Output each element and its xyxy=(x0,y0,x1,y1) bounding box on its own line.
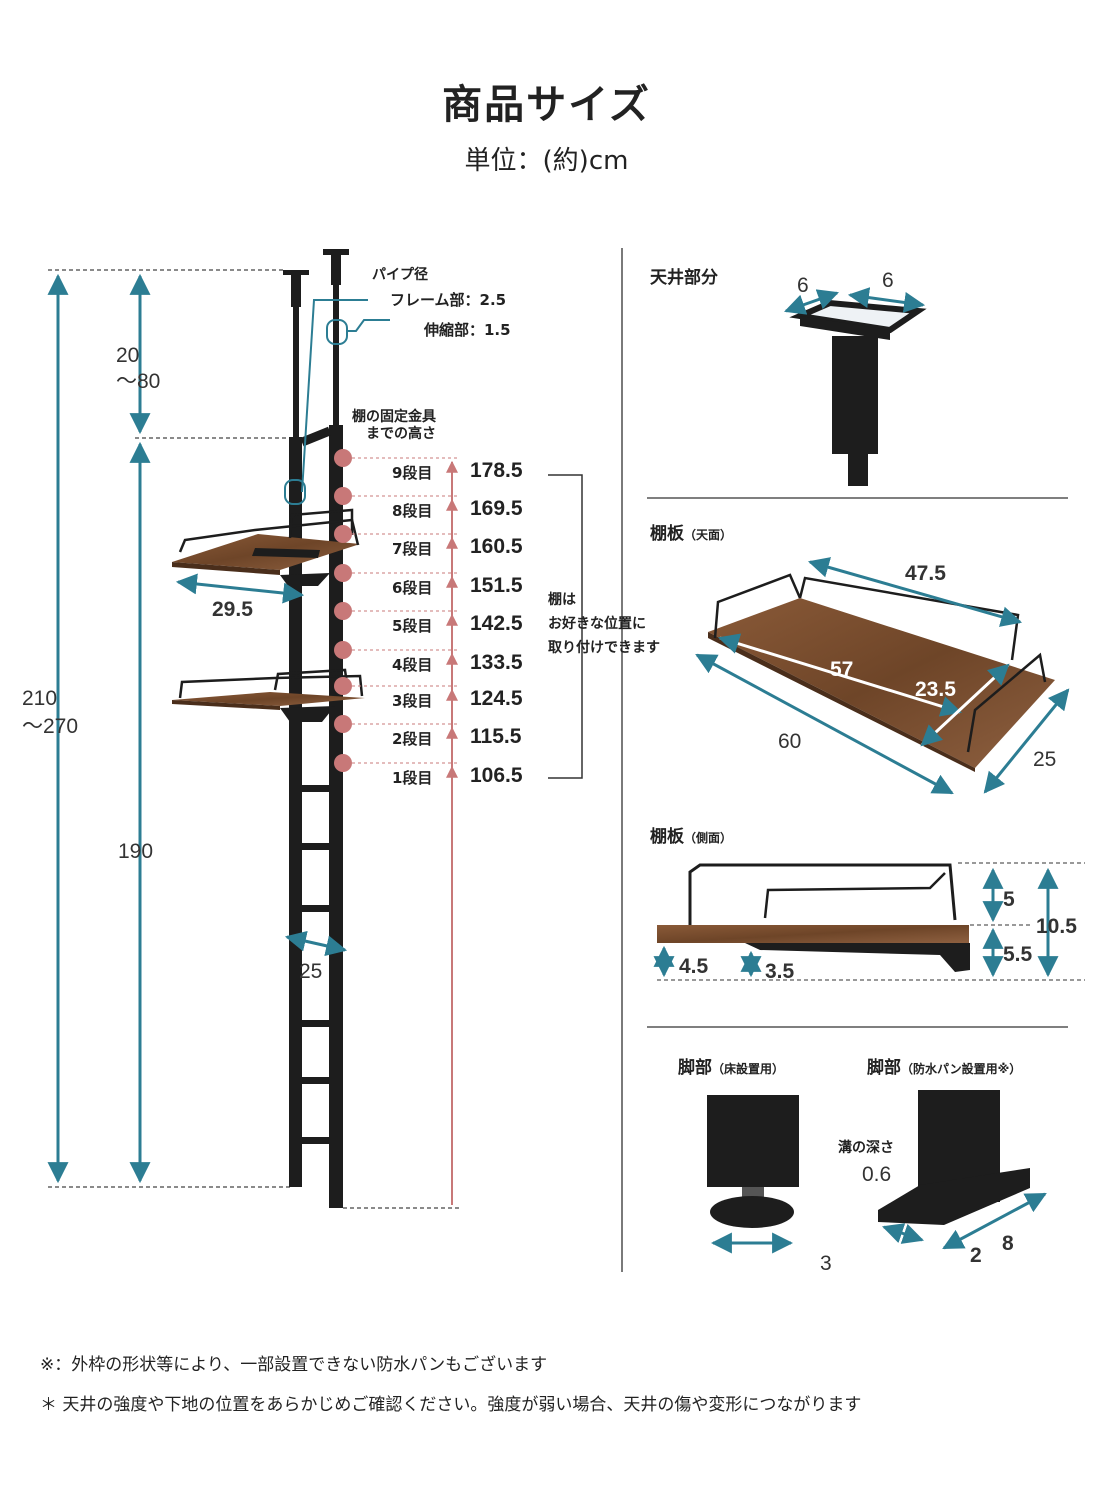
step-dot xyxy=(334,602,352,620)
reference-lines xyxy=(48,269,460,1209)
shelf-top-title-text: 棚板 xyxy=(650,524,684,544)
ceiling-w-label: 6 xyxy=(797,274,809,297)
step-dot xyxy=(334,449,352,467)
step-label: 6段目 xyxy=(392,579,433,597)
steps-bracket xyxy=(548,474,583,779)
step-value: 142.5 xyxy=(470,612,523,635)
step-markers xyxy=(334,449,460,772)
shelf-side-title: 棚板（側面） xyxy=(650,822,732,847)
adjust-range-label: 20 〜80 xyxy=(116,344,161,393)
step-value: 169.5 xyxy=(470,497,523,520)
total-side-height-label: 10.5 xyxy=(1036,915,1077,938)
foot-pan-title-text: 脚部 xyxy=(867,1058,901,1078)
foot-floor-size-label: 3 xyxy=(820,1252,832,1275)
foot-pan-sub: （防水パン設置用※） xyxy=(901,1062,1022,1076)
step-value: 106.5 xyxy=(470,764,523,787)
rail-height-label: 5 xyxy=(1003,888,1015,911)
shelf-side-drawing xyxy=(653,862,1085,981)
step-dot xyxy=(334,677,352,695)
step-label: 3段目 xyxy=(392,692,433,710)
step-value: 133.5 xyxy=(470,651,523,674)
ceiling-title: 天井部分 xyxy=(650,268,718,288)
step-label: 4段目 xyxy=(392,656,433,674)
shelf-depth-arrow xyxy=(175,573,305,604)
ceiling-d-label: 6 xyxy=(882,269,894,292)
dividers xyxy=(621,248,1068,1272)
lower-height-label: 5.5 xyxy=(1003,943,1033,966)
board-height-label: 4.5 xyxy=(679,955,709,978)
foot-floor-title-text: 脚部 xyxy=(678,1058,712,1078)
pipe-callouts xyxy=(284,299,390,505)
height-arrows xyxy=(47,273,151,1184)
step-label: 9段目 xyxy=(392,464,433,482)
step-dot xyxy=(334,487,352,505)
foot-pan-d-label: 8 xyxy=(1002,1232,1014,1255)
unit-label: 単位：(約)cm xyxy=(464,146,629,176)
shelf-top-drawing xyxy=(695,557,1070,795)
lower-shelf xyxy=(172,668,365,722)
ceiling-part-drawing xyxy=(784,287,927,486)
step-value: 160.5 xyxy=(470,535,523,558)
step-label: 5段目 xyxy=(392,617,433,635)
rail-length-label: 47.5 xyxy=(905,562,946,585)
step-value: 124.5 xyxy=(470,687,523,710)
step-value: 115.5 xyxy=(470,725,522,748)
step-dot xyxy=(334,525,352,543)
page-title: 商品サイズ xyxy=(442,82,651,128)
foot-pan-drawing xyxy=(878,1090,1047,1250)
step-dot xyxy=(334,641,352,659)
shelf-depth-top-label: 25 xyxy=(1033,748,1057,771)
shelf-depth-label: 29.5 xyxy=(212,598,253,621)
step-value: 178.5 xyxy=(470,459,523,482)
frame-height-label: 190 xyxy=(118,840,154,863)
groove-value: 0.6 xyxy=(862,1163,892,1186)
shelf-side-title-text: 棚板 xyxy=(650,827,684,847)
total-height-label: 210 〜270 xyxy=(22,687,79,738)
shelf-top-title: 棚板（天面） xyxy=(650,519,732,544)
foot-pan-title: 脚部（防水パン設置用※） xyxy=(867,1053,1021,1078)
shelf-top-sub: （天面） xyxy=(684,528,733,542)
shelf-position-note: 棚は お好きな位置に 取り付けできます xyxy=(548,592,660,656)
pole-width-label: 25 xyxy=(299,960,323,983)
foot-pan-w-label: 2 xyxy=(970,1244,982,1267)
bracket-height-label: 3.5 xyxy=(765,960,795,983)
groove-label: 溝の深さ xyxy=(838,1140,894,1156)
step-dot xyxy=(334,715,352,733)
inner-length-label: 57 xyxy=(830,658,854,681)
step-label: 7段目 xyxy=(392,540,433,558)
step-label: 2段目 xyxy=(392,730,433,748)
step-value: 151.5 xyxy=(470,574,523,597)
foot-floor-sub: （床設置用） xyxy=(712,1062,785,1076)
step-dot xyxy=(334,564,352,582)
pole-frame xyxy=(283,249,349,1208)
pipe-title: パイプ径 xyxy=(372,267,428,283)
foot-floor-drawing xyxy=(707,1095,799,1254)
frame-pipe-label: フレーム部：2.5 xyxy=(390,291,507,309)
shelf-side-sub: （側面） xyxy=(684,831,733,845)
telescopic-pipe-label: 伸縮部：1.5 xyxy=(424,321,511,339)
inner-depth-label: 23.5 xyxy=(915,678,956,701)
pole-width-arrow xyxy=(284,930,348,957)
bracket-height-title: 棚の固定金具 までの高さ xyxy=(352,409,436,442)
step-label: 1段目 xyxy=(392,769,433,787)
note-2: ＊ 天井の強度や下地の位置をあらかじめご確認ください。強度が弱い場合、天井の傷や… xyxy=(40,1395,862,1415)
step-label: 8段目 xyxy=(392,502,433,520)
step-dot xyxy=(334,754,352,772)
shelf-length-label: 60 xyxy=(778,730,802,753)
foot-floor-title: 脚部（床設置用） xyxy=(678,1053,784,1078)
note-1: ※：外枠の形状等により、一部設置できない防水パンもございます xyxy=(40,1355,548,1375)
